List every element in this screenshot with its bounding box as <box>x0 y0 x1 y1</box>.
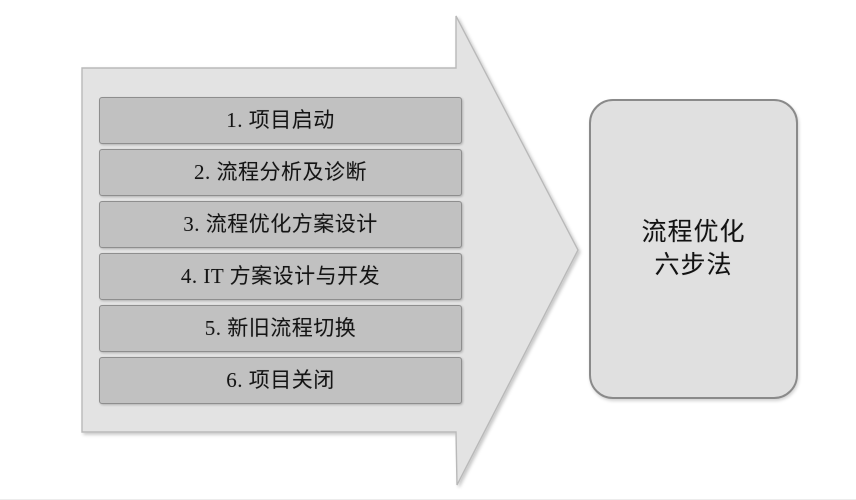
step-box[interactable]: 5. 新旧流程切换 <box>99 305 462 352</box>
step-box[interactable]: 6. 项目关闭 <box>99 357 462 404</box>
step-label: 2. 流程分析及诊断 <box>194 160 367 184</box>
step-label: 3. 流程优化方案设计 <box>183 212 378 236</box>
result-line: 流程优化 <box>641 219 746 246</box>
step-box[interactable]: 1. 项目启动 <box>99 97 462 144</box>
step-box[interactable]: 2. 流程分析及诊断 <box>99 149 462 196</box>
step-label: 1. 项目启动 <box>226 108 335 132</box>
step-label: 5. 新旧流程切换 <box>204 316 357 340</box>
process-step-list: 1. 项目启动 2. 流程分析及诊断 3. 流程优化方案设计 4. IT 方案设… <box>99 97 462 404</box>
step-label: 4. IT 方案设计与开发 <box>180 264 381 288</box>
result-line: 六步法 <box>654 252 733 279</box>
step-box[interactable]: 4. IT 方案设计与开发 <box>99 253 462 300</box>
step-label: 6. 项目关闭 <box>226 368 335 392</box>
result-card[interactable]: 流程优化 六步法 <box>589 99 798 399</box>
step-box[interactable]: 3. 流程优化方案设计 <box>99 201 462 248</box>
